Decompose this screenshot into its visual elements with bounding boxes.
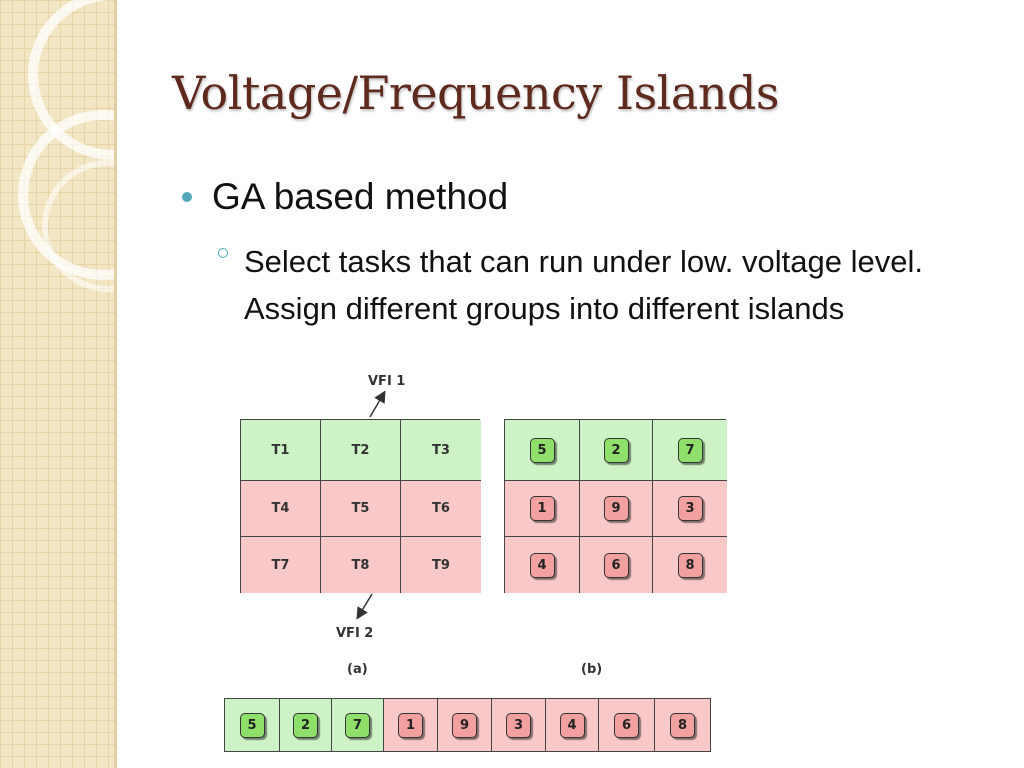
task-chip: 2: [603, 437, 629, 463]
row-cell: 9: [438, 699, 492, 751]
sub-bullet-item: Select tasks that can run under low. vol…: [218, 238, 938, 332]
grid-cell: 1: [505, 481, 580, 537]
task-chip: 4: [529, 552, 555, 578]
grid-cell: T2: [321, 420, 401, 481]
grid-cell: T8: [321, 537, 401, 593]
vfi2-arrow: [356, 593, 373, 620]
grid-cell: T4: [241, 481, 321, 537]
task-chip: 4: [559, 712, 585, 738]
grid-cell: 9: [580, 481, 653, 537]
row-cell: 5: [225, 699, 280, 751]
row-cell: 1: [384, 699, 438, 751]
task-chip: 6: [614, 712, 639, 738]
grid-cell: 3: [653, 481, 727, 537]
row-cell: 2: [280, 699, 332, 751]
decorative-side-strip: [0, 0, 117, 768]
row-cell: 3: [492, 699, 546, 751]
caption-b: (b): [581, 662, 603, 677]
vfi2-label: VFI 2: [336, 626, 374, 641]
grid-cell: 8: [653, 537, 727, 593]
task-chip: 3: [506, 712, 531, 738]
bullet-item: GA based method: [182, 176, 508, 218]
sub-bullet-text: Select tasks that can run under low. vol…: [244, 244, 923, 326]
task-chip: 5: [239, 712, 265, 738]
sub-bullet-circle-icon: [218, 248, 228, 258]
grid-cell: T5: [321, 481, 401, 537]
task-chip: 6: [603, 552, 629, 578]
grid-cell: 7: [653, 420, 727, 481]
task-chip: 1: [398, 712, 423, 738]
task-chip: 8: [677, 552, 703, 578]
grid-cell: 4: [505, 537, 580, 593]
row-cell: 4: [546, 699, 599, 751]
task-chip: 2: [293, 712, 318, 738]
slide-title: Voltage/Frequency Islands: [172, 66, 780, 120]
grid-cell: 2: [580, 420, 653, 481]
task-row: 5 2 7 1 9 3 4 6 8: [224, 698, 711, 752]
task-chip: 7: [345, 712, 370, 738]
row-cell: 7: [332, 699, 384, 751]
bullet-text: GA based method: [212, 176, 509, 217]
task-chip: 1: [529, 496, 555, 521]
vfi1-label: VFI 1: [368, 374, 406, 389]
grid-cell: T6: [401, 481, 481, 537]
task-chip: 7: [677, 437, 703, 463]
grid-cell: T3: [401, 420, 481, 481]
task-chip: 3: [677, 496, 703, 521]
caption-a: (a): [347, 662, 368, 677]
grid-cell: 6: [580, 537, 653, 593]
grid-cell: T1: [241, 420, 321, 481]
grid-cell: 5: [505, 420, 580, 481]
row-cell: 8: [655, 699, 710, 751]
task-chip: 9: [603, 496, 629, 521]
bullet-dot-icon: [182, 192, 192, 202]
task-chip: 9: [452, 712, 477, 738]
row-cell: 6: [599, 699, 655, 751]
vfi1-arrow: [369, 390, 386, 418]
task-grid-b: 5 2 7 1 9 3 4 6 8: [504, 419, 727, 593]
task-chip: 8: [670, 712, 695, 738]
task-chip: 5: [529, 437, 555, 463]
grid-cell: T9: [401, 537, 481, 593]
grid-cell: T7: [241, 537, 321, 593]
